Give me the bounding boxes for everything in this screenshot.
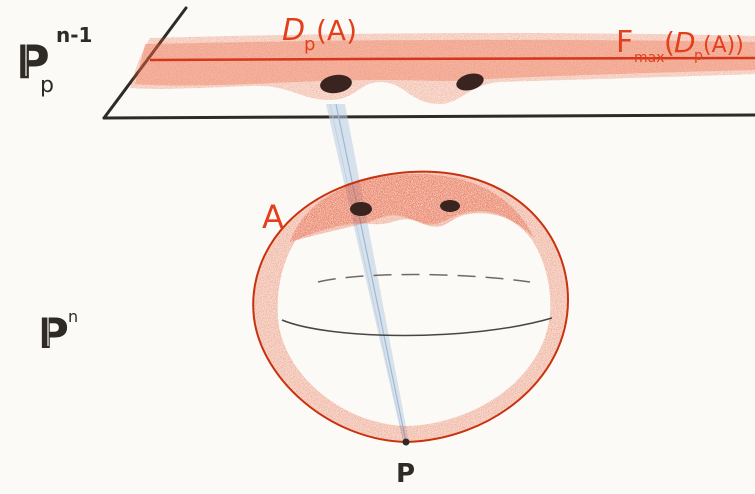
a-spot-left [350, 202, 372, 216]
fmax-inner-arg: (A)) [703, 33, 744, 58]
a-spot-right [440, 200, 460, 212]
space-top-superscript: n-1 [56, 23, 92, 47]
projected-band [130, 33, 755, 104]
space-bottom-superscript: n [68, 307, 78, 326]
proj-set-arg: (A) [316, 14, 357, 47]
proj-set-sub: p [304, 34, 315, 55]
fmax-main: F [616, 25, 633, 60]
fmax-sub: max [634, 50, 665, 66]
space-bottom-letter: P [38, 309, 69, 358]
equator-front [282, 318, 552, 336]
proj-set-main: D [282, 13, 305, 48]
equator-back [318, 275, 530, 283]
fmax-inner-main: D [674, 26, 696, 59]
label-point-p: P [396, 459, 415, 489]
space-top-subscript: p [40, 73, 54, 98]
sphere [253, 172, 568, 446]
label-space-top: P p n-1 [16, 23, 92, 98]
label-space-bottom: P n [38, 307, 78, 358]
label-set-a: A [262, 198, 284, 236]
hyperplane-bottom-edge [104, 115, 755, 118]
region-a [290, 174, 534, 242]
fmax-inner-sub: p [694, 48, 703, 64]
projection-ray [326, 104, 409, 442]
point-p-dot [403, 439, 410, 446]
